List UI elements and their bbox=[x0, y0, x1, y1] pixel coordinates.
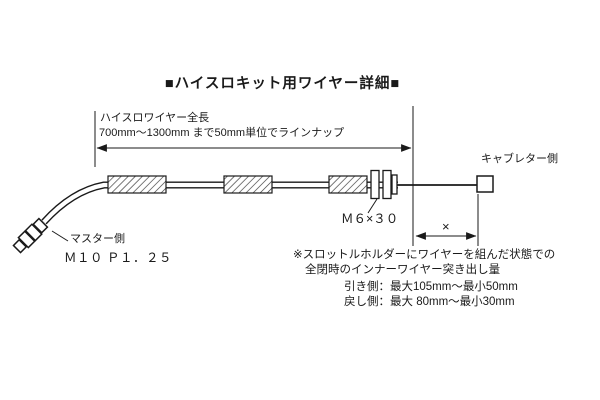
master-side-leader-line bbox=[51, 230, 69, 242]
note-line-1: ※スロットルホルダーにワイヤーを組んだ状態での bbox=[293, 249, 556, 261]
adjuster-size-label: Ｍ６×３０ bbox=[341, 212, 399, 226]
note-line-2: 全閉時のインナーワイヤー突き出し量 bbox=[305, 264, 501, 276]
carburetor-side-label: キャブレター側 bbox=[481, 153, 558, 165]
page-title: ■ハイスロキット用ワイヤー詳細■ bbox=[164, 76, 401, 92]
adjuster-rings bbox=[370, 169, 398, 200]
lineup-range-label: 700mm～1300mm まで50mm単位でラインナップ bbox=[99, 127, 345, 139]
total-length-dimension bbox=[94, 106, 414, 246]
x-dimension bbox=[415, 194, 479, 246]
total-length-label: ハイスロワイヤー全長 bbox=[100, 112, 210, 124]
master-thread-size-label: Ｍ１０ Ｐ１．２５ bbox=[64, 251, 172, 265]
note-line-4: 戻し側：最大 80mm～最小30mm bbox=[344, 296, 515, 308]
master-thread-end bbox=[12, 217, 49, 254]
carburetor-end-fitting bbox=[476, 175, 494, 193]
cable-sleeves bbox=[107, 175, 368, 194]
cable-housing bbox=[41, 181, 398, 225]
master-side-label: マスター側 bbox=[70, 233, 125, 245]
adjuster-leader-line bbox=[367, 198, 378, 214]
x-dimension-label: × bbox=[442, 219, 450, 234]
note-line-3: 引き側：最大105mm～最小50mm bbox=[344, 281, 518, 293]
